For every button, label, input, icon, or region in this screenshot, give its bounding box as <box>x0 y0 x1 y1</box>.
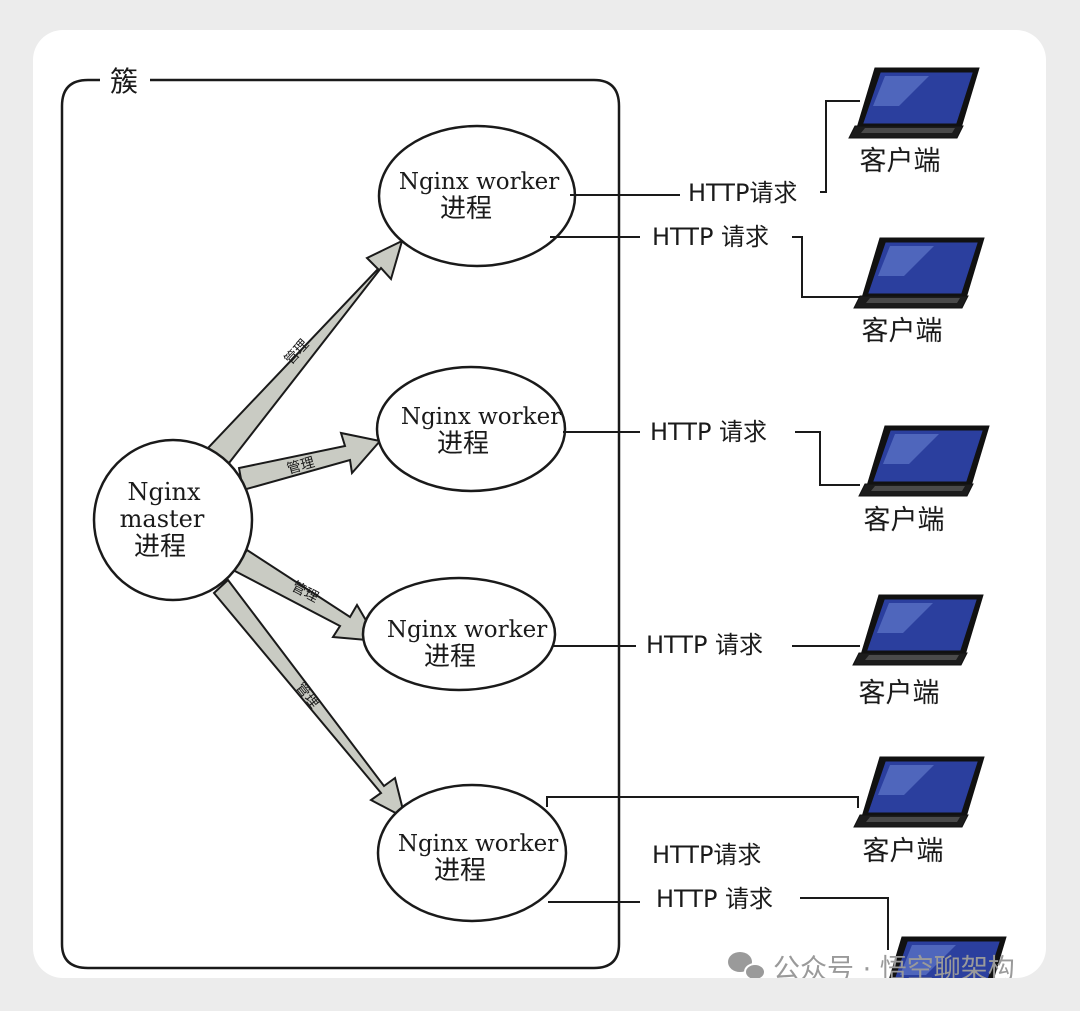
nginx-architecture-diagram: 簇 管理 管理 管理 管理 Nginx master 进程 Nginx work… <box>60 65 1015 978</box>
arrow-to-worker-2 <box>237 431 382 492</box>
connector-lines <box>546 100 889 950</box>
worker-4-line2: 进程 <box>434 856 486 886</box>
connector-1b <box>820 100 860 193</box>
laptop-icon <box>858 425 990 497</box>
worker-3-line2: 进程 <box>424 642 476 672</box>
arrow-to-worker-4 <box>212 578 407 820</box>
laptop-icon <box>889 936 1007 978</box>
worker-4-line1: Nginx worker <box>398 831 558 857</box>
laptop-screen-glare <box>877 603 933 633</box>
watermark-text: 公众号 · 悟空聊架构 <box>773 954 1015 978</box>
master-line3: 进程 <box>134 532 186 562</box>
request-label-6: HTTP 请求 <box>656 885 773 913</box>
worker-node-4: Nginx worker 进程 <box>376 783 568 923</box>
diagram-card: 簇 管理 管理 管理 管理 Nginx master 进程 Nginx work… <box>33 30 1046 978</box>
laptop-icon <box>848 67 980 139</box>
laptop-screen-glare <box>878 246 934 276</box>
client-labels: 客户端 客户端 客户端 客户端 客户端 <box>859 146 945 867</box>
request-label-2: HTTP 请求 <box>652 223 769 251</box>
connector-2b <box>792 236 870 298</box>
connector-5 <box>546 796 859 808</box>
laptop-keyboard <box>866 817 960 822</box>
worker-1-line1: Nginx worker <box>399 169 559 195</box>
request-label-1: HTTP请求 <box>688 179 797 207</box>
connector-6b <box>800 897 889 950</box>
master-line1: Nginx <box>127 478 200 506</box>
request-labels: HTTP请求 HTTP 请求 HTTP 请求 HTTP 请求 HTTP请求 HT… <box>646 179 797 913</box>
laptop-screen-glare <box>883 434 939 464</box>
worker-1-line2: 进程 <box>440 194 492 224</box>
request-label-3: HTTP 请求 <box>650 418 767 446</box>
client-label-3: 客户端 <box>864 505 945 536</box>
laptop-icon <box>853 756 985 828</box>
laptop-screen-glare <box>878 765 934 795</box>
worker-node-3: Nginx worker 进程 <box>361 576 557 692</box>
laptop-screen-glare <box>900 945 956 975</box>
client-label-4: 客户端 <box>859 678 940 709</box>
laptop-keyboard <box>871 486 965 491</box>
laptop-icon <box>853 237 985 309</box>
wechat-icon <box>728 952 766 978</box>
client-laptops <box>848 67 1007 978</box>
laptop-icon <box>852 594 984 666</box>
worker-2-line2: 进程 <box>437 429 489 459</box>
arrow-label-2: 管理 <box>285 455 316 478</box>
worker-2-line1: Nginx worker <box>401 404 561 430</box>
worker-3-line1: Nginx worker <box>387 617 547 643</box>
cluster-label: 簇 <box>110 65 138 98</box>
laptop-keyboard <box>861 128 955 133</box>
cluster-boundary <box>60 78 621 970</box>
laptop-screen-glare <box>873 76 929 106</box>
connector-3b <box>795 431 860 486</box>
client-label-2: 客户端 <box>862 316 943 347</box>
laptop-keyboard <box>866 298 960 303</box>
master-line2: master <box>120 505 205 533</box>
master-node: Nginx master 进程 <box>92 438 254 602</box>
arrow-to-worker-3 <box>231 548 380 643</box>
request-label-5: HTTP请求 <box>652 841 761 869</box>
request-label-4: HTTP 请求 <box>646 631 763 659</box>
arrow-to-worker-1 <box>205 239 404 465</box>
worker-node-2: Nginx worker 进程 <box>375 365 567 493</box>
client-label-5: 客户端 <box>863 836 944 867</box>
client-label-1: 客户端 <box>860 146 941 177</box>
laptop-keyboard <box>865 655 959 660</box>
watermark: 公众号 · 悟空聊架构 <box>728 952 1015 978</box>
worker-node-1: Nginx worker 进程 <box>377 124 577 268</box>
